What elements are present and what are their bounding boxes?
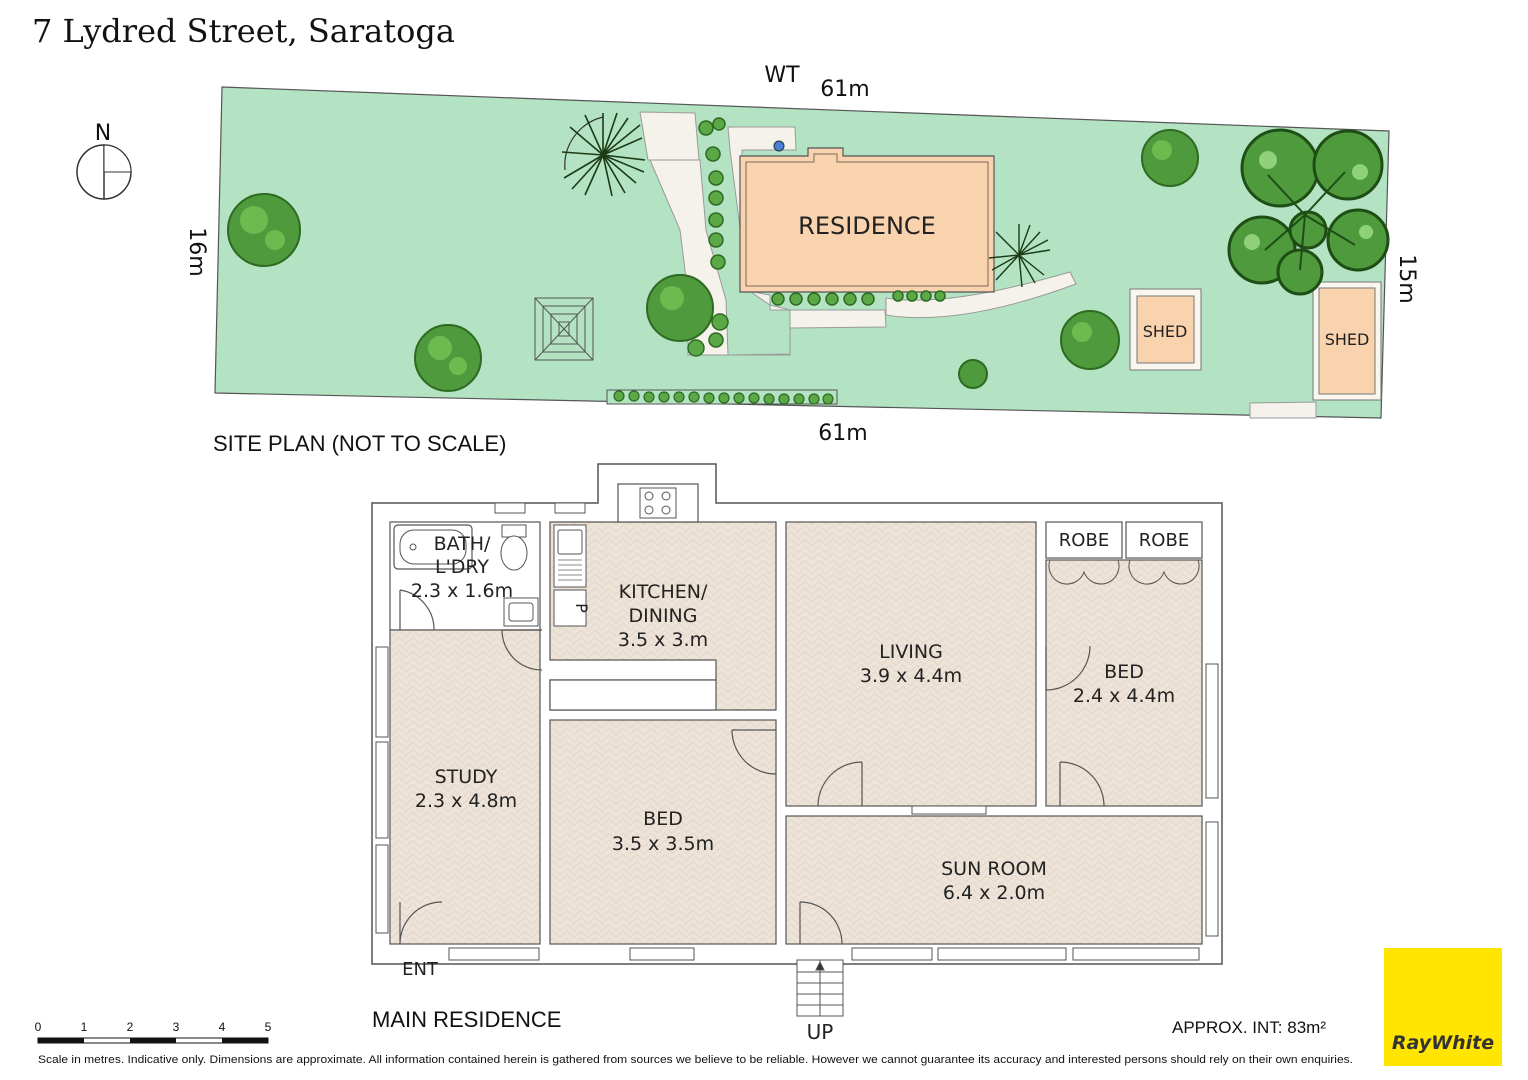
windows — [375, 502, 1219, 961]
raywhite-logo: RayWhite — [1384, 948, 1502, 1066]
sunroom-name: SUN ROOM — [941, 858, 1047, 880]
approx-area: APPROX. INT: 83m² — [1172, 1018, 1326, 1037]
laundry-tub — [503, 597, 539, 627]
dimension-left: 16m — [184, 227, 209, 276]
bath-size: 2.3 x 1.6m — [411, 580, 513, 602]
dimension-top: 61m — [820, 77, 869, 102]
bed-1-name: BED — [1104, 661, 1144, 683]
water-tank — [773, 140, 785, 152]
water-tank-label: WT — [764, 63, 800, 88]
hedge-row-vertical — [687, 117, 729, 357]
sunroom-size: 6.4 x 2.0m — [943, 882, 1045, 904]
scale-tick-3: 3 — [173, 1020, 180, 1034]
shed-2-label: SHED — [1325, 330, 1370, 349]
site-plan-caption: SITE PLAN (NOT TO SCALE) — [213, 431, 506, 456]
room-sunroom — [785, 815, 1203, 945]
residence-label: RESIDENCE — [798, 212, 936, 240]
robe-2-label: ROBE — [1139, 530, 1189, 551]
study-name: STUDY — [435, 766, 498, 788]
path-top — [639, 111, 700, 161]
kitchen-name-1: KITCHEN/ — [619, 581, 708, 603]
shed-1-roof — [1136, 295, 1195, 364]
robe-1-label: ROBE — [1059, 530, 1109, 551]
tree-left — [227, 193, 301, 267]
residence-roof-line — [745, 153, 989, 287]
hedge-row-bottom — [606, 389, 838, 405]
entry-label: ENT — [402, 959, 439, 980]
tree-cluster-large — [1227, 128, 1390, 296]
tree-back-right — [1141, 129, 1199, 187]
palm-tree-top — [561, 112, 646, 197]
study-size: 2.3 x 4.8m — [415, 790, 517, 812]
bath-name-1: BATH/ — [434, 533, 491, 555]
room-living — [785, 521, 1037, 807]
bed-1-size: 2.4 x 4.4m — [1073, 685, 1175, 707]
pergola — [534, 297, 594, 361]
shed-2-roof — [1318, 287, 1376, 395]
tree-near-driveway — [646, 274, 714, 342]
tree-near-shed — [1060, 310, 1120, 370]
robe-doors — [1048, 559, 1200, 585]
tree-bottom-left — [414, 324, 482, 392]
bed-2-name: BED — [643, 808, 683, 830]
cooktop — [617, 483, 699, 523]
room-study — [389, 629, 541, 945]
entry-stairs — [796, 959, 844, 1017]
living-name: LIVING — [879, 641, 943, 663]
scale-tick-2: 2 — [127, 1020, 134, 1034]
scale-tick-0: 0 — [35, 1020, 42, 1034]
bed-2-size: 3.5 x 3.5m — [612, 833, 714, 855]
robe-1 — [1045, 521, 1123, 559]
shrub-small — [958, 359, 988, 389]
page-title: 7 Lydred Street, Saratoga — [32, 12, 455, 50]
pantry-label: P — [572, 603, 591, 613]
disclaimer: Scale in metres. Indicative only. Dimens… — [38, 1054, 1353, 1066]
kitchen-bench — [549, 679, 717, 711]
scale-tick-5: 5 — [265, 1020, 272, 1034]
bath-name-2: L'DRY — [435, 556, 489, 578]
north-label: N — [95, 121, 111, 146]
bathtub — [393, 524, 473, 570]
room-bed-2 — [549, 719, 777, 945]
dimension-bottom: 61m — [818, 421, 867, 446]
robe-2 — [1125, 521, 1203, 559]
shed-1-label: SHED — [1143, 322, 1188, 341]
palm-tree-side — [988, 224, 1051, 288]
kitchen-name-2: DINING — [629, 605, 698, 627]
hedge-row-residence — [771, 290, 946, 306]
residence-outline — [739, 147, 995, 293]
living-size: 3.9 x 4.4m — [860, 665, 962, 687]
kitchen-size: 3.5 x 3.m — [618, 629, 708, 651]
scale-bar: 0 1 2 3 4 5 — [35, 1020, 272, 1044]
scale-tick-1: 1 — [81, 1020, 88, 1034]
toilet — [500, 524, 528, 571]
north-compass — [76, 144, 132, 200]
brand-name: RayWhite — [1391, 1032, 1495, 1054]
stairs-label: UP — [807, 1020, 834, 1044]
main-residence-caption: MAIN RESIDENCE — [372, 1007, 561, 1032]
scale-tick-4: 4 — [219, 1020, 226, 1034]
pantry — [553, 589, 587, 627]
rear-path — [1249, 401, 1317, 419]
dimension-right: 15m — [1394, 254, 1419, 303]
door-swings — [399, 589, 1105, 945]
kitchen-sink — [553, 524, 587, 588]
